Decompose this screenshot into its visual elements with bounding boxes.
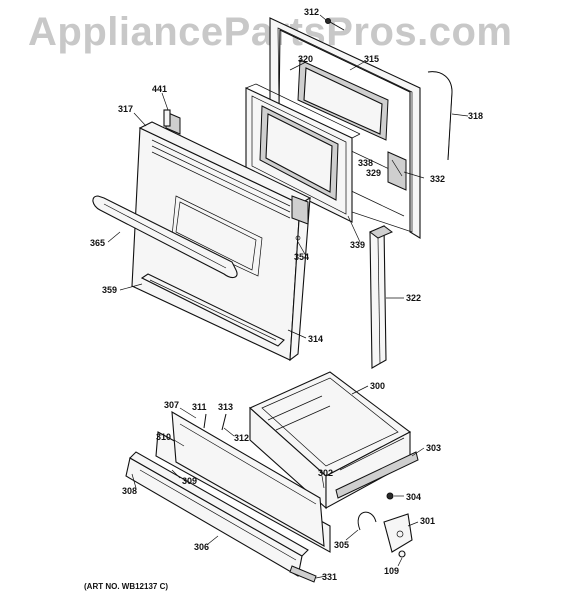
callout-302: 302 [318, 468, 333, 478]
callout-320: 320 [298, 54, 313, 64]
screw-312-top[interactable] [325, 18, 345, 31]
callouts: 312 320 315 441 317 318 338 329 332 365 … [90, 7, 483, 582]
callout-313: 313 [218, 402, 233, 412]
callout-354: 354 [294, 252, 309, 262]
callout-309: 309 [182, 476, 197, 486]
door-hinge-332[interactable] [387, 151, 407, 191]
nut-304[interactable] [386, 492, 394, 500]
callout-315: 315 [364, 54, 379, 64]
clip-305[interactable] [357, 511, 377, 531]
callout-329: 329 [366, 168, 381, 178]
callout-300: 300 [370, 381, 385, 391]
callout-312: 312 [304, 7, 319, 17]
outer-door-314[interactable] [131, 121, 312, 362]
leader-lines [107, 14, 469, 579]
callout-318: 318 [468, 111, 483, 121]
callout-304: 304 [406, 492, 421, 502]
door-liner-339[interactable] [245, 83, 361, 223]
callout-339: 339 [350, 240, 365, 250]
hinge-bracket-441[interactable] [163, 109, 181, 135]
door-handle-365[interactable] [92, 195, 238, 279]
callout-311: 311 [192, 402, 207, 412]
callout-307: 307 [164, 400, 179, 410]
callout-308: 308 [122, 486, 137, 496]
screw-313[interactable] [221, 413, 227, 431]
callout-359: 359 [102, 285, 117, 295]
callout-306: 306 [194, 542, 209, 552]
door-gasket-318[interactable] [427, 71, 453, 161]
callout-331: 331 [322, 572, 337, 582]
callout-317: 317 [118, 104, 133, 114]
callout-305: 305 [334, 540, 349, 550]
callout-441: 441 [152, 84, 167, 94]
screw-109[interactable] [398, 550, 406, 558]
drawer-glide-303[interactable] [335, 451, 419, 499]
callout-310: 310 [156, 432, 171, 442]
drawer-bracket-301[interactable] [383, 513, 413, 553]
door-bracket-354[interactable] [291, 195, 309, 241]
callout-332: 332 [430, 174, 445, 184]
callout-109: 109 [384, 566, 399, 576]
callout-314: 314 [308, 334, 323, 344]
callout-312-lower: 312 [234, 433, 249, 443]
art-number: (ART NO. WB12137 C) [84, 582, 169, 591]
callout-338: 338 [358, 158, 373, 168]
drawer-liner-310[interactable] [171, 410, 325, 547]
callout-365: 365 [90, 238, 105, 248]
callout-303: 303 [426, 443, 441, 453]
screw-311[interactable] [203, 413, 207, 429]
door-trim-359[interactable] [140, 273, 285, 347]
callout-322: 322 [406, 293, 421, 303]
callout-301: 301 [420, 516, 435, 526]
side-trim-322[interactable] [369, 225, 393, 369]
drawer-rail-331[interactable] [289, 565, 317, 583]
